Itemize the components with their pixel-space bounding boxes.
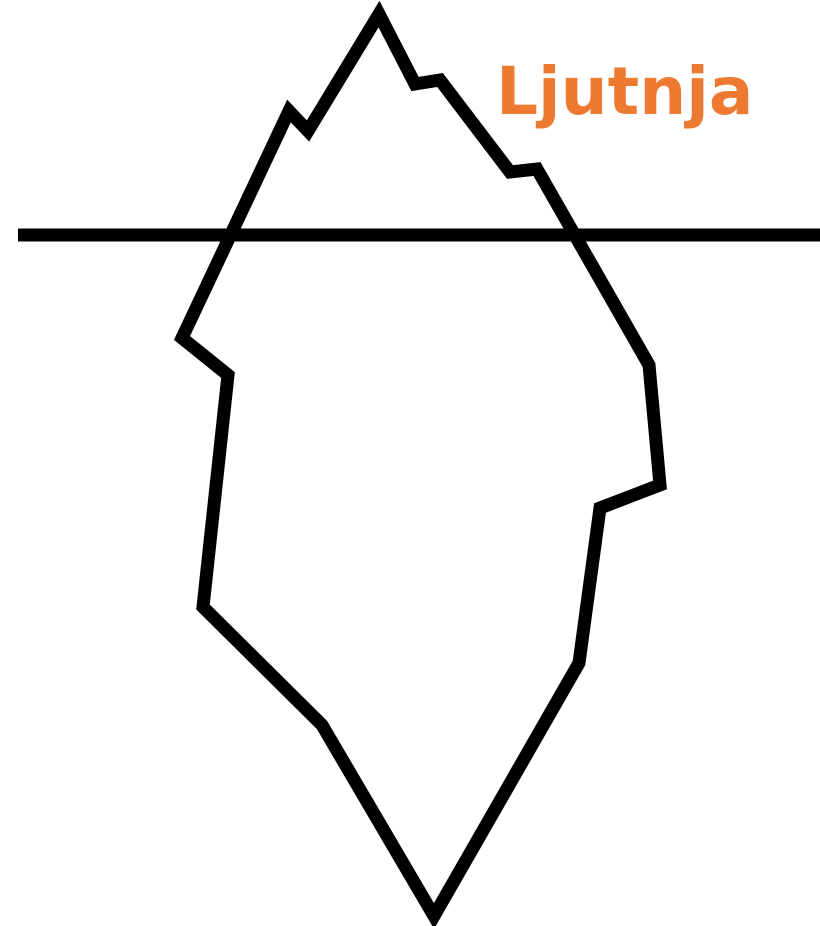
iceberg-label: Ljutnja — [496, 53, 753, 130]
